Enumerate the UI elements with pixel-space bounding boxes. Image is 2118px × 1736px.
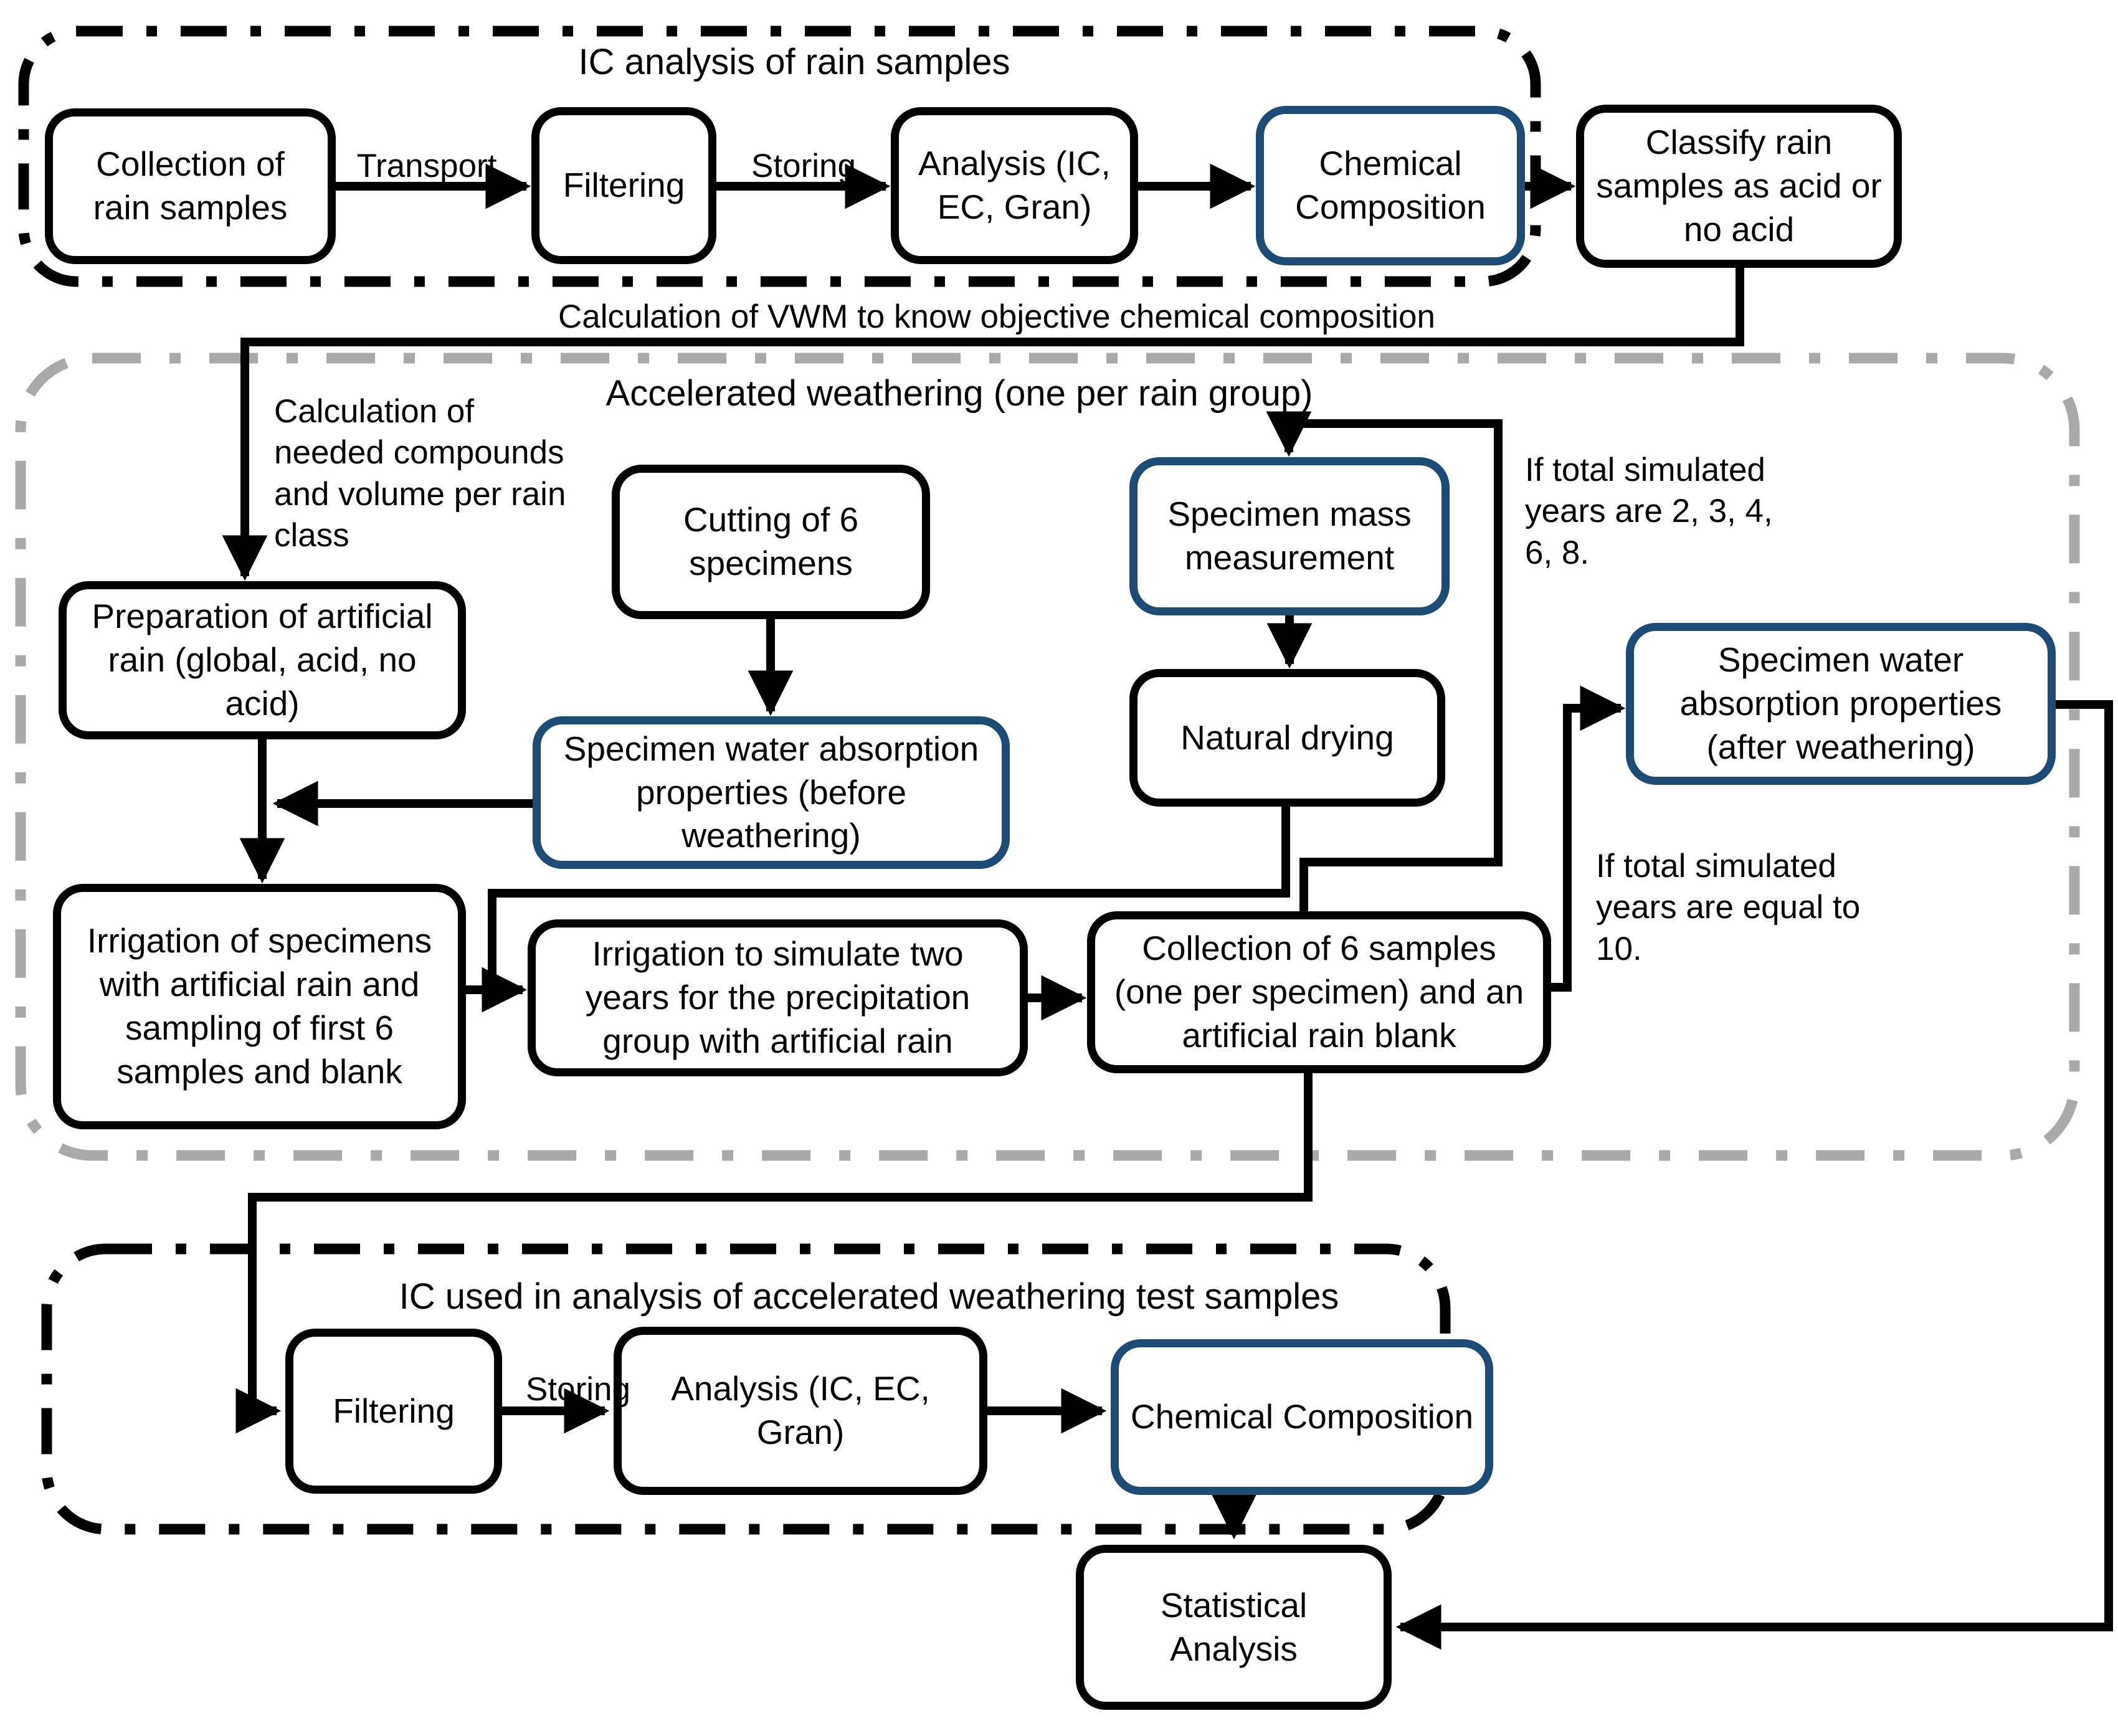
node-filtering-1: Filtering	[531, 107, 716, 264]
edge-natural-drying-to-irrigation2	[488, 807, 1290, 994]
node-collection-rain: Collection of rain samples	[45, 108, 336, 264]
label-loop-years-2-8: If total simulated years are 2, 3, 4, 6,…	[1525, 452, 1773, 571]
node-preparation-artificial-rain: Preparation of artificial rain (global, …	[59, 581, 466, 739]
node-chemical-composition-1: Chemical Composition	[1256, 106, 1525, 265]
section-weathering-title: Accelerated weathering (one per rain gro…	[605, 373, 1313, 414]
label-loop-years-10: If total simulated years are equal to 10…	[1596, 848, 1861, 967]
section-ic-weathering-title: IC used in analysis of accelerated weath…	[399, 1276, 1339, 1317]
node-classify-rain: Classify rain samples as acid or no acid	[1576, 105, 1902, 268]
section-weathering-border	[15, 353, 2080, 1161]
node-statistical-analysis: Statistical Analysis	[1076, 1545, 1392, 1710]
node-collection-six-samples: Collection of 6 samples (one per specime…	[1087, 911, 1551, 1073]
section-ic-weathering-border	[41, 1243, 1451, 1535]
node-natural-drying: Natural drying	[1129, 669, 1445, 807]
label-storing-2: Storing	[526, 1371, 630, 1408]
label-transport: Transport	[356, 148, 497, 184]
node-cutting-specimens: Cutting of 6 specimens	[612, 465, 930, 619]
edge-absorption-after-to-statistical	[1395, 700, 2113, 1650]
node-analysis-2: Analysis (IC, EC, Gran)	[614, 1327, 987, 1495]
node-chemical-composition-2: Chemical Composition	[1111, 1339, 1493, 1495]
label-compounds-calculation: Calculation of needed compounds and volu…	[274, 393, 566, 554]
section-rain-analysis-border	[18, 26, 1541, 287]
node-irrigation-two-years: Irrigation to simulate two years for the…	[528, 919, 1028, 1076]
edge-collection6-to-absorption-after	[1551, 685, 1626, 992]
node-absorption-before: Specimen water absorption properties (be…	[533, 716, 1010, 869]
label-storing-1: Storing	[751, 148, 856, 184]
node-filtering-2: Filtering	[285, 1329, 502, 1494]
label-vwm-calculation: Calculation of VWM to know objective che…	[558, 298, 1436, 335]
node-specimen-mass: Specimen mass measurement	[1129, 457, 1450, 615]
node-irrigation-first-samples: Irrigation of specimens with artificial …	[53, 884, 466, 1129]
node-absorption-after: Specimen water absorption properties (af…	[1626, 623, 2056, 785]
section-rain-analysis-title: IC analysis of rain samples	[578, 42, 1010, 82]
edge-collection6-to-filtering2	[235, 1073, 1313, 1434]
node-analysis-1: Analysis (IC, EC, Gran)	[891, 107, 1138, 264]
edge-classify-to-preparation	[222, 268, 1744, 581]
edge-collection6-loop-to-mass	[1266, 411, 1503, 911]
